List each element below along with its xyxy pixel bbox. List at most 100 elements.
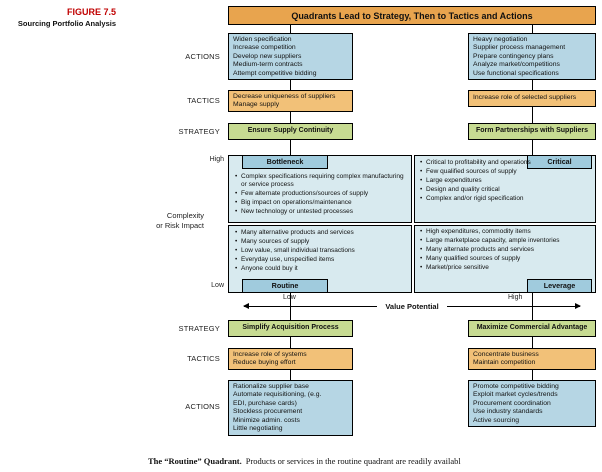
value-potential-label: Value Potential <box>385 302 439 311</box>
routine-header: Routine <box>242 279 328 293</box>
list-item: Rationalize supplier base <box>233 383 309 390</box>
connector-line <box>290 80 291 90</box>
list-item: Complex and/or rigid specification <box>419 195 545 203</box>
value-potential-axis: Value Potential <box>242 302 582 311</box>
connector-line <box>290 140 291 155</box>
bottleneck-header: Bottleneck <box>242 155 328 169</box>
list-item: Attempt competitive bidding <box>233 69 317 77</box>
list-item: Manage supply <box>233 101 280 108</box>
list-item: Complex specifications requiring complex… <box>234 173 406 189</box>
list-item: Large expenditures <box>419 177 545 185</box>
connector-line <box>532 140 533 155</box>
list-item: Develop new suppliers <box>233 52 302 60</box>
list-item: New technology or untested processes <box>234 208 406 216</box>
connector-line <box>532 370 533 380</box>
list-item: Reduce buying effort <box>233 359 296 366</box>
connector-line <box>532 80 533 90</box>
list-item: Increase role of systems <box>233 350 307 358</box>
list-item: Many sources of supply <box>234 238 406 246</box>
list-item: Large marketplace capacity, ample invent… <box>419 237 591 245</box>
connector-line <box>290 370 291 380</box>
list-item: Widen specification <box>233 36 292 43</box>
list-item: Promote competitive bidding <box>473 383 559 390</box>
tactics-label-top: TACTICS <box>187 96 220 105</box>
caption: The “Routine” Quadrant.Products or servi… <box>148 456 602 466</box>
list-item: Minimize admin. costs <box>233 416 300 424</box>
banner: Quadrants Lead to Strategy, Then to Tact… <box>228 6 596 25</box>
strategy-box-top-right: Form Partnerships with Suppliers <box>468 123 596 140</box>
list-item: Decrease uniqueness of suppliers <box>233 92 336 100</box>
tactics-box-top-right: Increase role of selected suppliers <box>468 90 596 107</box>
connector-line <box>290 337 291 348</box>
list-item: Active sourcing <box>473 416 520 424</box>
list-item: Maintain competition <box>473 359 536 366</box>
arrow-left-icon <box>242 303 378 309</box>
list-item: Increase role of selected suppliers <box>473 94 577 102</box>
list-item: Many alternate products and services <box>419 246 591 254</box>
list-item: Use functional specifications <box>473 69 559 77</box>
connector-line <box>532 293 533 320</box>
connector-line <box>532 107 533 123</box>
list-item: Exploit market cycles/trends <box>473 391 558 399</box>
list-item: Big impact on operations/maintenance <box>234 199 406 207</box>
strategy-label-bottom: STRATEGY <box>178 324 220 333</box>
list-item: Little negotiating <box>233 425 283 433</box>
y-axis-low-label: Low <box>211 282 224 289</box>
list-item: Use industry standards <box>473 408 543 416</box>
list-item: EDI, purchase cards) <box>233 399 297 407</box>
strategy-box-top-left: Ensure Supply Continuity <box>228 123 353 140</box>
y-axis-title-line2: or Risk Impact <box>156 220 204 230</box>
list-item: Concentrate business <box>473 350 539 358</box>
actions-label-top: ACTIONS <box>185 52 220 61</box>
y-axis-high-label: High <box>209 156 224 163</box>
connector-line <box>532 24 533 33</box>
bottleneck-list: Complex specifications requiring complex… <box>234 173 406 217</box>
list-item: Supplier process management <box>473 44 566 52</box>
list-item: Everyday use, unspecified items <box>234 256 406 264</box>
list-item: Heavy negotiation <box>473 36 528 43</box>
x-axis-high-label: High <box>508 294 523 301</box>
critical-list: Critical to profitability and operations… <box>419 159 545 204</box>
actions-label-bottom: ACTIONS <box>185 402 220 411</box>
strategy-box-bottom-left: Simplify Acquisition Process <box>228 320 353 337</box>
list-item: Critical to profitability and operations <box>419 159 545 167</box>
connector-line <box>290 24 291 33</box>
list-item: Procurement coordination <box>473 399 551 407</box>
list-item: Automate requisitioning, (e.g. <box>233 391 322 399</box>
tactics-label-bottom: TACTICS <box>187 354 220 363</box>
connector-line <box>532 337 533 348</box>
x-axis-low-label: Low <box>283 294 296 301</box>
list-item: Low value, small individual transactions <box>234 247 406 255</box>
strategy-label-top: STRATEGY <box>178 127 220 136</box>
figure-title: Sourcing Portfolio Analysis <box>17 19 116 28</box>
figure-header: FIGURE 7.5 Sourcing Portfolio Analysis <box>2 7 116 28</box>
figure-label: FIGURE 7.5 <box>66 7 116 17</box>
list-item: Design and quality critical <box>419 186 545 194</box>
routine-list: Many alternative products and servicesMa… <box>234 229 406 274</box>
list-item: Few qualified sources of supply <box>419 168 545 176</box>
list-item: Stockless procurement <box>233 408 303 416</box>
list-item: Anyone could buy it <box>234 265 406 273</box>
leverage-list: High expenditures, commodity itemsLarge … <box>419 228 591 273</box>
list-item: Increase competition <box>233 44 296 52</box>
caption-text: Products or services in the routine quad… <box>245 456 461 466</box>
list-item: Market/price sensitive <box>419 264 591 272</box>
caption-lead: The “Routine” Quadrant. <box>148 456 242 466</box>
list-item: Many alternative products and services <box>234 229 406 237</box>
leverage-header: Leverage <box>527 279 592 293</box>
arrow-right-icon <box>446 303 582 309</box>
list-item: Prepare contingency plans <box>473 52 554 60</box>
list-item: Many qualified sources of supply <box>419 255 591 263</box>
y-axis-title-line1: Complexity <box>166 211 204 220</box>
list-item: High expenditures, commodity items <box>419 228 591 236</box>
strategy-box-bottom-right: Maximize Commercial Advantage <box>468 320 596 337</box>
list-item: Analyze market/competitions <box>473 61 560 69</box>
